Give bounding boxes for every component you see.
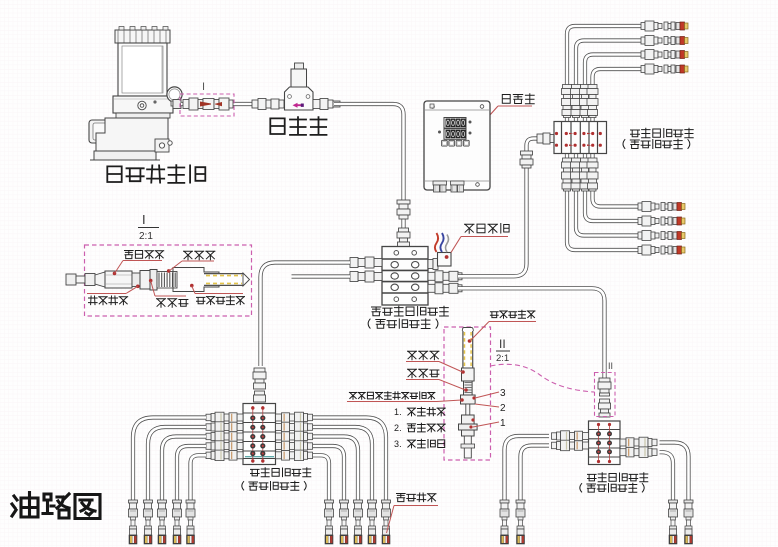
svg-text:.: . <box>399 439 402 449</box>
svg-text:.: . <box>399 407 402 417</box>
svg-text:2:1: 2:1 <box>496 353 509 364</box>
svg-text:2:1: 2:1 <box>139 231 153 242</box>
svg-text:2: 2 <box>394 423 399 433</box>
svg-text:1: 1 <box>500 418 506 429</box>
svg-text:1: 1 <box>394 407 399 417</box>
svg-text:.: . <box>399 423 402 433</box>
svg-text:3: 3 <box>500 388 506 399</box>
svg-text:II: II <box>499 337 506 351</box>
svg-text:I: I <box>202 81 205 93</box>
svg-text:2: 2 <box>500 403 506 414</box>
svg-text:II: II <box>608 361 613 371</box>
svg-text:3: 3 <box>394 439 399 449</box>
svg-text:I: I <box>142 212 146 227</box>
